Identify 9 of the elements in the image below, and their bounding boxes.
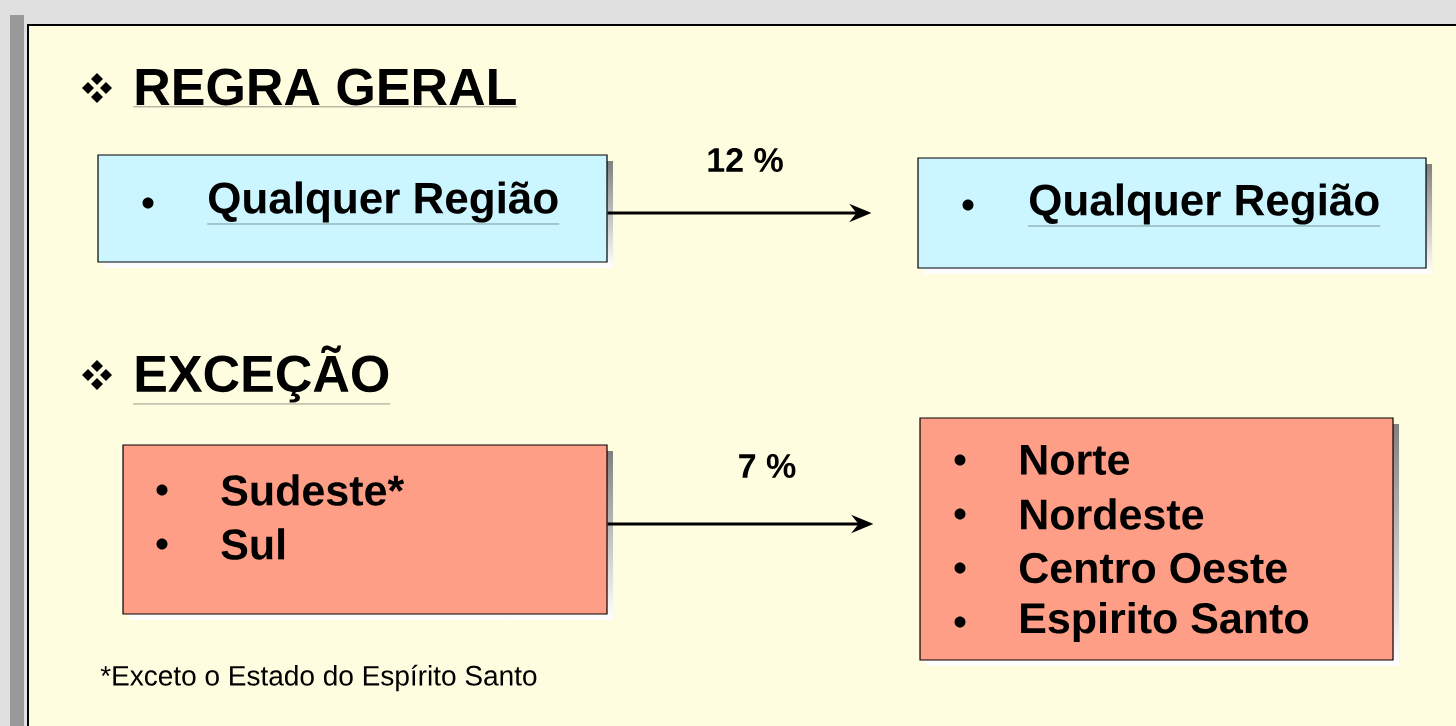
- section-heading: EXCEÇÃO: [133, 345, 391, 405]
- edge-label: 12 %: [705, 147, 785, 173]
- region-box: Qualquer Região: [917, 157, 1432, 274]
- edge-label: 7 %: [736, 453, 798, 479]
- footnote: *Exceto o Estado do Espírito Santo: [100, 664, 537, 692]
- section-heading: REGRA GERAL: [133, 68, 518, 107]
- region-box: Qualquer Região: [97, 154, 613, 268]
- region-box: Norte Nordeste Centro Oeste Espirito Santo: [919, 417, 1399, 666]
- region-box: Sudeste* Sul: [122, 444, 613, 620]
